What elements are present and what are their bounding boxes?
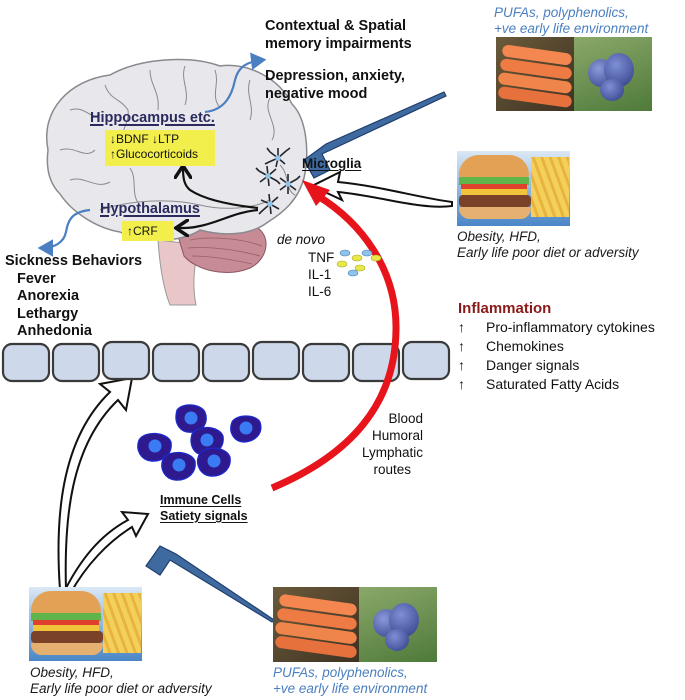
mood-outcome-line2: negative mood xyxy=(265,86,368,102)
cytokine-item: IL-6 xyxy=(308,284,332,299)
cytokine-particles xyxy=(336,249,382,277)
ltp-label: LTP xyxy=(158,132,180,146)
up-arrow-icon: ↑ xyxy=(127,224,133,238)
hippocampus-label: Hippocampus etc. xyxy=(90,110,215,126)
inflammation-item: ↑Danger signals xyxy=(458,357,580,373)
mood-outcome: Depression, anxiety, negative mood xyxy=(265,67,405,103)
immune-cells-label: Immune Cells xyxy=(160,493,242,507)
epithelial-cell xyxy=(151,342,201,383)
gut-epithelium xyxy=(1,340,451,383)
hypothalamus-label: Hypothalamus xyxy=(100,201,200,217)
epithelial-cell xyxy=(301,342,351,383)
up-arrow-icon: ↑ xyxy=(110,147,116,161)
up-arrow-icon: ↑ xyxy=(458,319,465,335)
route-item: Blood xyxy=(388,411,423,426)
satiety-signals-label: Satiety signals xyxy=(160,509,248,523)
diet-to-gut-arrow xyxy=(57,376,134,591)
inflammation-panel: Inflammation ↑Pro-inflammatory cytokines… xyxy=(458,300,655,394)
harmful-diet-caption-bottom: Obesity, HFD, Early life poor diet or ad… xyxy=(30,665,212,696)
de-novo-label: de novo xyxy=(277,232,326,247)
microglia-label: Microglia xyxy=(302,156,362,171)
transport-routes: Blood Humoral Lymphatic routes xyxy=(345,410,423,478)
microglia-to-hippocampus-arrow xyxy=(183,168,259,210)
crf-label: CRF xyxy=(133,224,158,238)
sickness-behaviors: Sickness Behaviors Fever Anorexia Lethar… xyxy=(5,253,142,341)
inflammation-title: Inflammation xyxy=(458,300,552,317)
harmful-food-photo-bottom xyxy=(29,587,142,661)
sickness-item: Lethargy xyxy=(17,305,79,322)
diet-to-microglia-arrow xyxy=(309,170,453,208)
epithelial-cell xyxy=(201,342,251,383)
harmful-food-photo-right xyxy=(457,151,570,226)
epithelial-cell xyxy=(1,342,51,383)
microglia-to-hypothalamus-arrow xyxy=(178,208,259,228)
up-arrow-icon: ↑ xyxy=(458,357,465,373)
immune-cells xyxy=(137,404,262,481)
cytokine-item: IL-1 xyxy=(308,267,332,282)
protective-food-photo-top-berries xyxy=(574,37,652,111)
inflammation-item: ↑Saturated Fatty Acids xyxy=(458,376,620,392)
up-arrow-icon: ↑ xyxy=(458,376,465,392)
immune-label: Immune Cells Satiety signals xyxy=(160,492,248,524)
hippocampus-effects-box: ↓BDNF ↓LTP ↑Glucocorticoids xyxy=(105,130,215,166)
harmful-diet-caption-right: Obesity, HFD, Early life poor diet or ad… xyxy=(457,229,639,260)
epithelial-cell xyxy=(401,340,451,381)
down-arrow-icon: ↓ xyxy=(152,132,159,146)
sickness-item: Fever xyxy=(17,270,56,287)
protective-diet-caption-bottom: PUFAs, polyphenolics, +ve early life env… xyxy=(273,665,428,696)
inflammation-item: ↑Pro-inflammatory cytokines xyxy=(458,319,655,335)
cytokine-item: TNF xyxy=(308,250,335,265)
protective-blocker-top xyxy=(303,91,447,179)
glucocorticoids-label: Glucocorticoids xyxy=(116,147,199,161)
protective-food-photo-bottom xyxy=(273,587,359,662)
cytokine-list: TNF IL-1 IL-6 xyxy=(308,249,334,300)
mood-outcome-line1: Depression, anxiety, xyxy=(265,68,405,84)
route-item: Humoral xyxy=(371,428,423,443)
route-item: routes xyxy=(373,462,411,477)
down-arrow-icon: ↓ xyxy=(110,132,116,146)
protective-food-photo-bottom-berries xyxy=(359,587,437,662)
memory-outcome-line2: memory impairments xyxy=(265,36,412,52)
epithelial-cell xyxy=(251,340,301,381)
inflammation-item: ↑Chemokines xyxy=(458,338,564,354)
sickness-item: Anorexia xyxy=(17,288,80,304)
hippocampus-to-outcomes-arrow xyxy=(204,52,267,114)
crf-box: ↑CRF xyxy=(122,221,174,241)
sickness-title: Sickness Behaviors xyxy=(5,253,143,269)
epithelial-cell xyxy=(101,340,151,381)
memory-outcome: Contextual & Spatial memory impairments xyxy=(265,17,412,53)
sickness-item: Anhedonia xyxy=(17,323,92,339)
humoral-route-arrowhead xyxy=(302,180,330,206)
microglia-cells xyxy=(255,147,301,215)
epithelial-cell xyxy=(51,342,101,383)
protective-food-photo-top xyxy=(496,37,574,111)
humoral-route-arrow xyxy=(270,193,400,492)
diet-to-immune-arrow xyxy=(62,510,150,596)
protective-blocker-bottom xyxy=(145,545,275,623)
memory-outcome-line1: Contextual & Spatial xyxy=(265,18,406,34)
hypothalamus-to-sickness-arrow xyxy=(37,208,91,257)
route-item: Lymphatic xyxy=(361,445,423,460)
up-arrow-icon: ↑ xyxy=(458,338,465,354)
bdnf-label: BDNF xyxy=(116,132,149,146)
protective-diet-caption-top: PUFAs, polyphenolics, +ve early life env… xyxy=(494,5,649,36)
